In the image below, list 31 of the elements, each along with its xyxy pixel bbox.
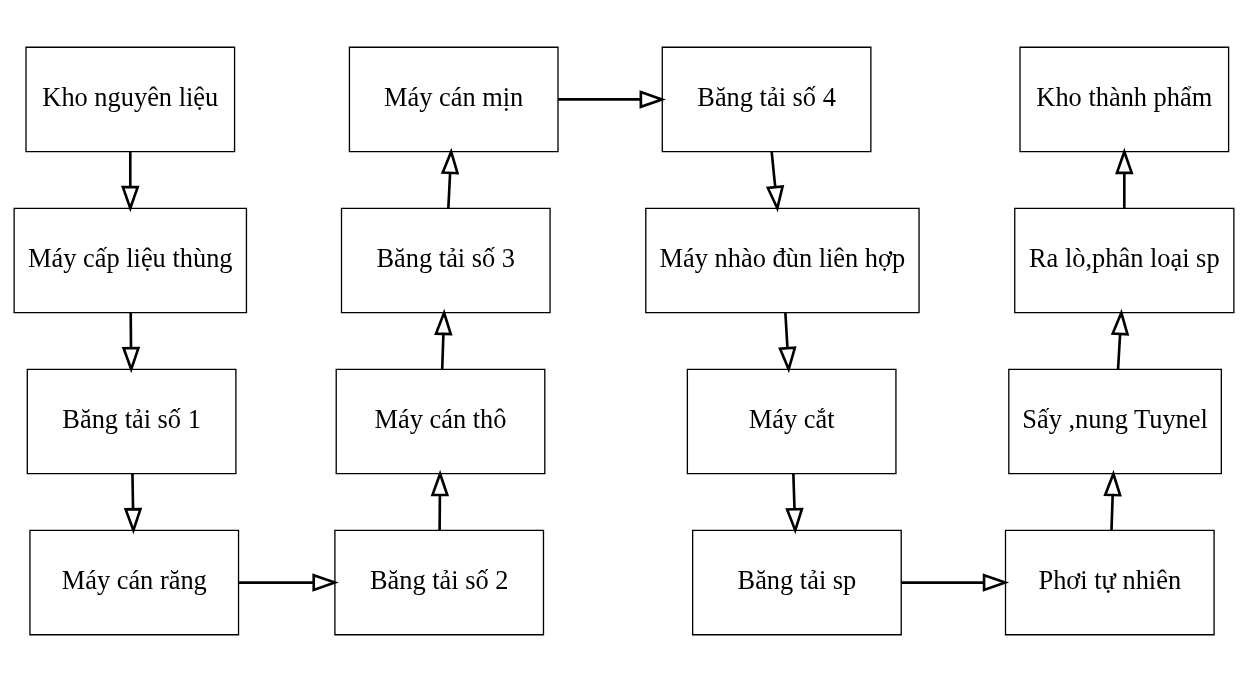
node-box: Máy cán thô [335,368,546,474]
arrow [430,469,450,530]
arrow [778,312,797,373]
arrow [121,151,140,212]
node-box: Máy cán mịn [348,46,559,152]
arrow [434,308,453,369]
arrow [558,89,666,109]
arrow [123,473,143,534]
arrow [440,147,460,208]
node-box: Sấy ,nung Tuynel [1008,368,1222,474]
arrow [1110,308,1130,369]
arrow [239,572,339,592]
node-box: Phơi tự nhiên [1004,529,1215,635]
node-box: Ra lò,phân loại sp [1014,207,1235,313]
node-box: Kho nguyên liệu [25,46,236,152]
arrow [765,151,785,212]
arrow [1115,147,1134,208]
node-box: Kho thành phẩm [1019,46,1230,152]
arrow [785,473,804,534]
node-box: Máy nhào đùn liên hợp [645,207,920,313]
node-box: Máy cấp liệu thùng [13,207,248,313]
node-box: Băng tải số 1 [26,368,237,474]
node-box: Băng tải số 3 [340,207,551,313]
node-box: Băng tải số 2 [334,529,545,635]
arrow [1103,469,1122,530]
node-box: Máy cán răng [29,529,240,635]
node-box: Máy cắt [686,368,897,474]
arrow [901,572,1010,592]
node-box: Băng tải sp [692,529,902,635]
node-box: Băng tải số 4 [661,46,872,152]
arrow [121,312,141,373]
